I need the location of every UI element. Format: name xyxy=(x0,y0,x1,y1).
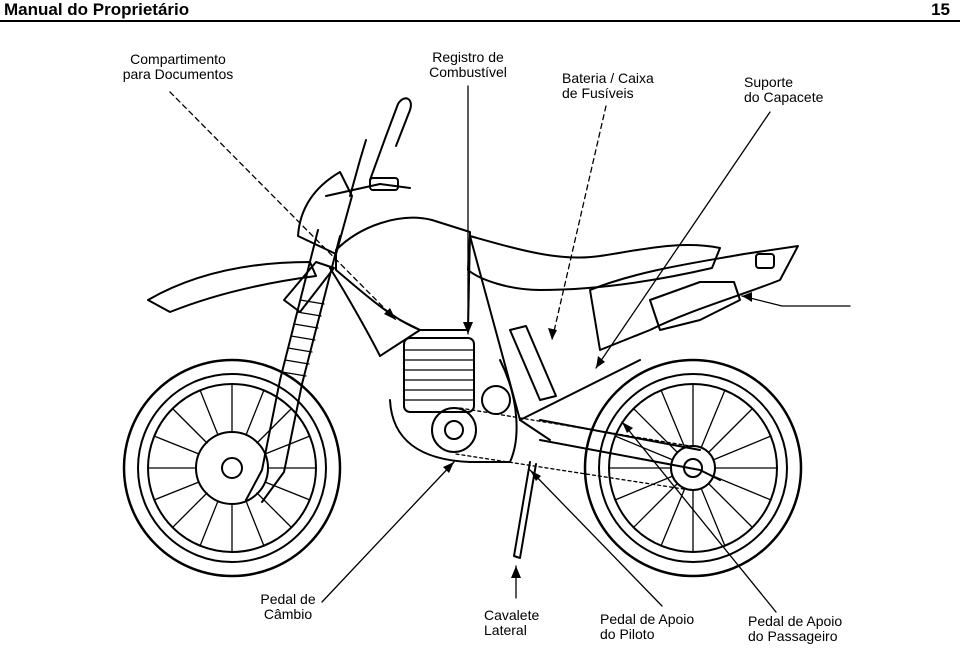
callout-passenger-footpeg-line1: Pedal de Apoio xyxy=(748,613,843,629)
leader-passenger-footpeg-upper xyxy=(741,295,851,307)
tail-light xyxy=(755,253,775,269)
front-spokes xyxy=(147,383,317,553)
rear-shock xyxy=(509,325,557,401)
callout-passenger-footpeg: Pedal de Apoio do Passageiro xyxy=(748,614,842,644)
callout-passenger-footpeg-line2: do Passageiro xyxy=(748,628,838,644)
callout-rider-footpeg-line1: Pedal de Apoio xyxy=(600,611,695,627)
radiator-shroud xyxy=(329,267,421,357)
callout-fuel-valve-line2: Combustível xyxy=(429,64,507,80)
callout-shift-pedal-line1: Pedal de xyxy=(260,591,316,607)
callout-fuel-valve-line1: Registro de xyxy=(432,49,504,65)
page-number: 15 xyxy=(931,0,950,19)
callout-side-stand-line1: Cavalete xyxy=(484,607,540,623)
drive-chain xyxy=(455,407,691,491)
leader-helmet-holder xyxy=(595,111,771,369)
callout-helmet-holder-line2: do Capacete xyxy=(744,89,824,105)
callout-leaders xyxy=(169,85,851,613)
seat xyxy=(467,235,721,291)
callout-helmet-holder: Suporte do Capacete xyxy=(744,75,823,105)
leader-document-compartment xyxy=(169,91,397,321)
fork-gaiter xyxy=(281,299,325,377)
front-wheel xyxy=(122,358,342,578)
leader-passenger-footpeg xyxy=(621,421,777,613)
callout-rider-footpeg-line2: do Piloto xyxy=(600,626,655,642)
callout-shift-pedal-line2: Câmbio xyxy=(263,606,313,622)
callout-battery-fuses-line2: de Fusíveis xyxy=(562,85,634,101)
callout-battery-fuses-line1: Bateria / Caixa xyxy=(562,70,654,86)
leader-shift-pedal xyxy=(321,461,455,603)
callout-document-compartment-line2: para Documentos xyxy=(122,66,234,82)
header-divider xyxy=(0,20,960,22)
callout-document-compartment-line1: Compartimento xyxy=(130,51,226,67)
callout-shift-pedal: Pedal de Câmbio xyxy=(246,592,330,622)
callout-side-stand: Cavalete Lateral xyxy=(484,608,539,638)
callout-side-stand-line2: Lateral xyxy=(484,622,527,638)
callout-helmet-holder-line1: Suporte xyxy=(744,74,794,90)
callout-rider-footpeg: Pedal de Apoio do Piloto xyxy=(600,612,694,642)
side-stand-illustration xyxy=(513,461,537,559)
front-fork xyxy=(245,229,341,503)
leader-battery-fuses xyxy=(551,105,607,341)
rear-fender xyxy=(589,245,799,351)
callout-battery-fuses: Bateria / Caixa de Fusíveis xyxy=(562,71,654,101)
rear-spokes xyxy=(608,383,778,553)
callout-document-compartment: Compartimento para Documentos xyxy=(104,52,252,82)
rear-wheel xyxy=(583,358,803,578)
handlebar xyxy=(325,97,412,197)
manual-title: Manual do Proprietário xyxy=(4,0,190,19)
leader-rider-footpeg xyxy=(529,469,663,607)
front-fender xyxy=(147,261,317,313)
engine xyxy=(389,337,518,463)
muffler xyxy=(649,281,741,331)
callout-fuel-valve: Registro de Combustível xyxy=(414,50,522,80)
callout-arrows xyxy=(384,292,752,578)
